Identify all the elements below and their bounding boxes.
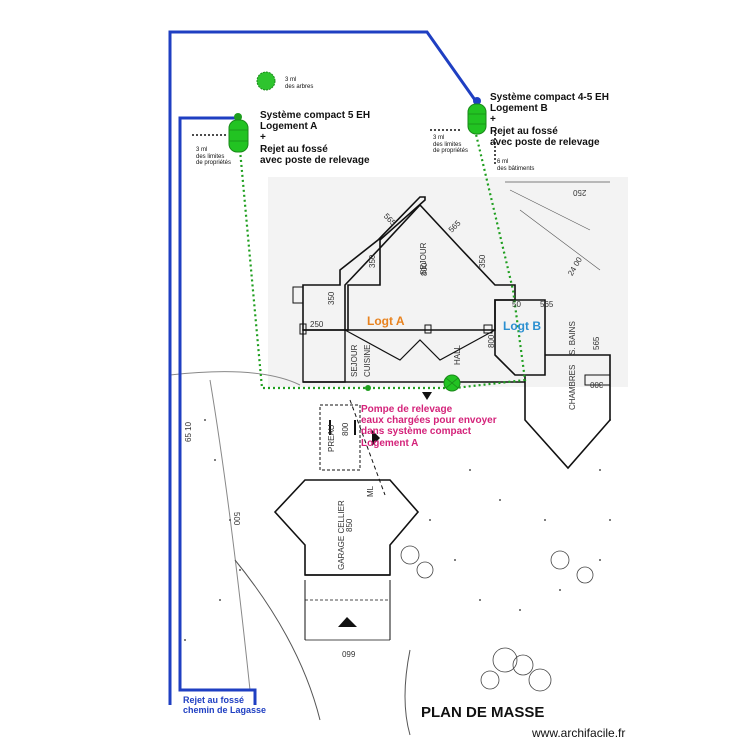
building-distance-note: 6 ml des bâtiments (497, 159, 535, 172)
dim-500: 500 (232, 512, 241, 526)
hall-roof-lines (344, 329, 496, 361)
property-limit-note-b: 3 ml des limites de propriétés (433, 135, 469, 155)
dim-50: 50 (512, 300, 521, 309)
dim-350-c: 350 (327, 291, 336, 305)
logt-a-label: Logt A (367, 314, 405, 328)
dim-350-a: 350 (368, 254, 377, 268)
dim-660: 660 (342, 649, 356, 658)
system-b-note: Système compact 4-5 EH Logement B + Reje… (490, 92, 609, 148)
room-label-garage: GARAGE CELLIER (337, 500, 346, 570)
scanned-base-plan (169, 177, 628, 736)
dim-250-left: 250 (310, 320, 324, 329)
tank-a-icon (228, 113, 249, 153)
plan-title: PLAN DE MASSE (421, 704, 545, 721)
junction-dot (365, 385, 371, 391)
property-limit-note-a: 3 ml des limites de propriétés (196, 147, 232, 167)
tank-b-icon (467, 97, 487, 135)
room-label-sbains: S. BAINS (568, 321, 577, 355)
room-label-preau: PREAU (327, 424, 336, 452)
dim-800-b: 800 (487, 334, 496, 348)
drainage-lines (238, 129, 527, 390)
dim-65-10: 65 10 (184, 421, 193, 442)
measure-lines (192, 129, 496, 165)
dim-800-center: 800 (420, 262, 429, 276)
room-label-ml: ML (366, 485, 375, 497)
dim-300: 300 (590, 380, 604, 389)
tree-distance-note: 3 ml des arbres (285, 77, 314, 90)
dim-565-c: 565 (592, 336, 601, 350)
bushes (400, 545, 594, 692)
preau-outline (319, 404, 361, 471)
system-a-note: Système compact 5 EH Logement A + Rejet … (260, 110, 371, 166)
dim-565-b: 565 (540, 300, 554, 309)
room-label-hall: HALL (453, 344, 462, 365)
chambres-block (524, 354, 611, 470)
windows (292, 286, 493, 335)
preau-arrow-icon (372, 430, 380, 446)
entrance-arrow-icon (422, 392, 432, 400)
pump-icon (443, 374, 461, 392)
logt-b-block (494, 299, 546, 376)
pump-note: Pompe de relevage eaux chargées pour env… (361, 404, 497, 449)
vegetation-dots (184, 419, 611, 641)
dim-850: 850 (345, 518, 354, 532)
sbains-block (584, 374, 611, 386)
room-label-cuisine: CUISINE (363, 344, 372, 377)
room-label-chambres: CHAMBRES (568, 364, 577, 410)
logt-b-label: Logt B (503, 319, 541, 333)
ditch-note: Rejet au fossé chemin de Lagasse (183, 695, 267, 716)
room-label-sejour-cuisine: SEJOUR (350, 344, 359, 377)
dim-350-b: 350 (478, 254, 487, 268)
dim-800-preau: 800 (341, 422, 350, 436)
garage-arrow-icon (338, 617, 357, 627)
dim-250-top: 250 (573, 188, 587, 197)
house-main-block (344, 203, 516, 331)
property-boundary (168, 30, 477, 705)
tree-icon (256, 71, 276, 91)
credit-link[interactable]: www.archifacile.fr (532, 726, 626, 740)
